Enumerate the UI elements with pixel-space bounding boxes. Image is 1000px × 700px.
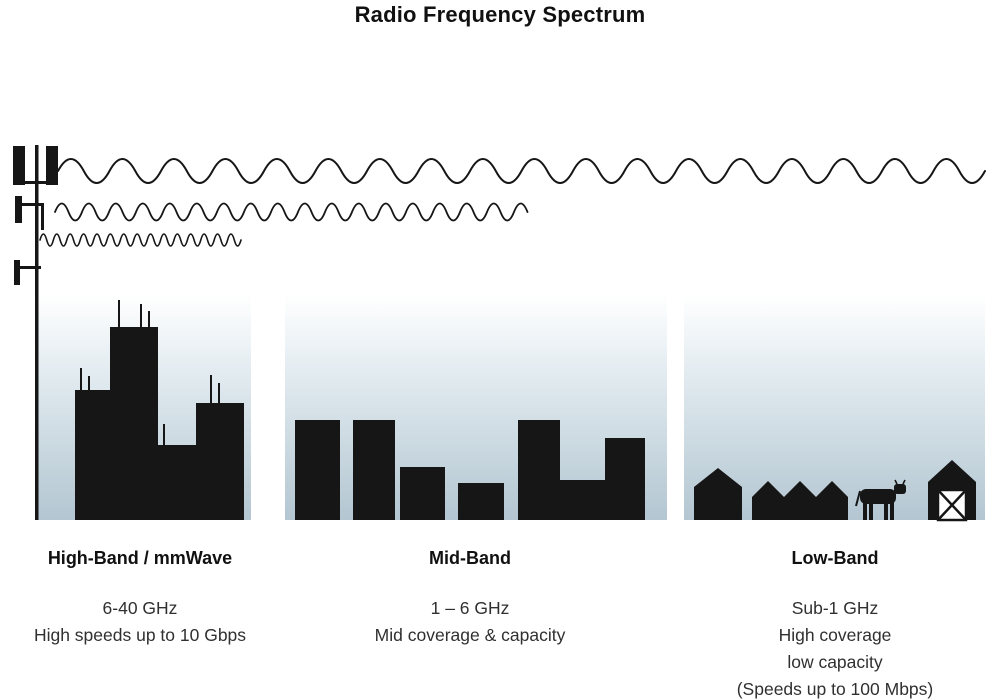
low-band-label: Low-Band (791, 548, 879, 568)
diagram-title: Radio Frequency Spectrum (354, 2, 646, 27)
high-band-frequency: 6-40 GHz (102, 598, 178, 618)
low-band-caption: Low-Band Sub-1 GHz High coverage low cap… (700, 548, 970, 700)
high-band-label: High-Band / mmWave (47, 548, 233, 568)
high-band-description: High speeds up to 10 Gbps (33, 625, 247, 645)
rooftop-antennas (80, 300, 220, 447)
town-skyline-icon (295, 420, 645, 520)
mid-band-frequency: 1 – 6 GHz (430, 598, 510, 618)
barn-icon (928, 460, 976, 522)
mid-band-description: Mid coverage & capacity (374, 625, 566, 645)
cow-icon (855, 479, 906, 520)
low-band-description-1: High coverage (778, 625, 892, 645)
low-band-frequency: Sub-1 GHz (791, 598, 879, 618)
mid-band-label: Mid-Band (429, 548, 511, 568)
low-band-description-2: low capacity (787, 652, 883, 672)
medium-wave-icon (54, 202, 529, 222)
short-wave-icon (39, 233, 242, 247)
low-band-description-3: (Speeds up to 100 Mbps) (736, 679, 934, 699)
suburban-houses-icon (694, 468, 848, 520)
cell-tower-icon (13, 145, 58, 520)
long-wave-icon (57, 158, 986, 184)
mid-band-caption: Mid-Band 1 – 6 GHz Mid coverage & capaci… (330, 548, 610, 649)
spectrum-scene (13, 145, 986, 522)
city-skyline-icon (75, 300, 244, 520)
high-band-caption: High-Band / mmWave 6-40 GHz High speeds … (30, 548, 250, 649)
